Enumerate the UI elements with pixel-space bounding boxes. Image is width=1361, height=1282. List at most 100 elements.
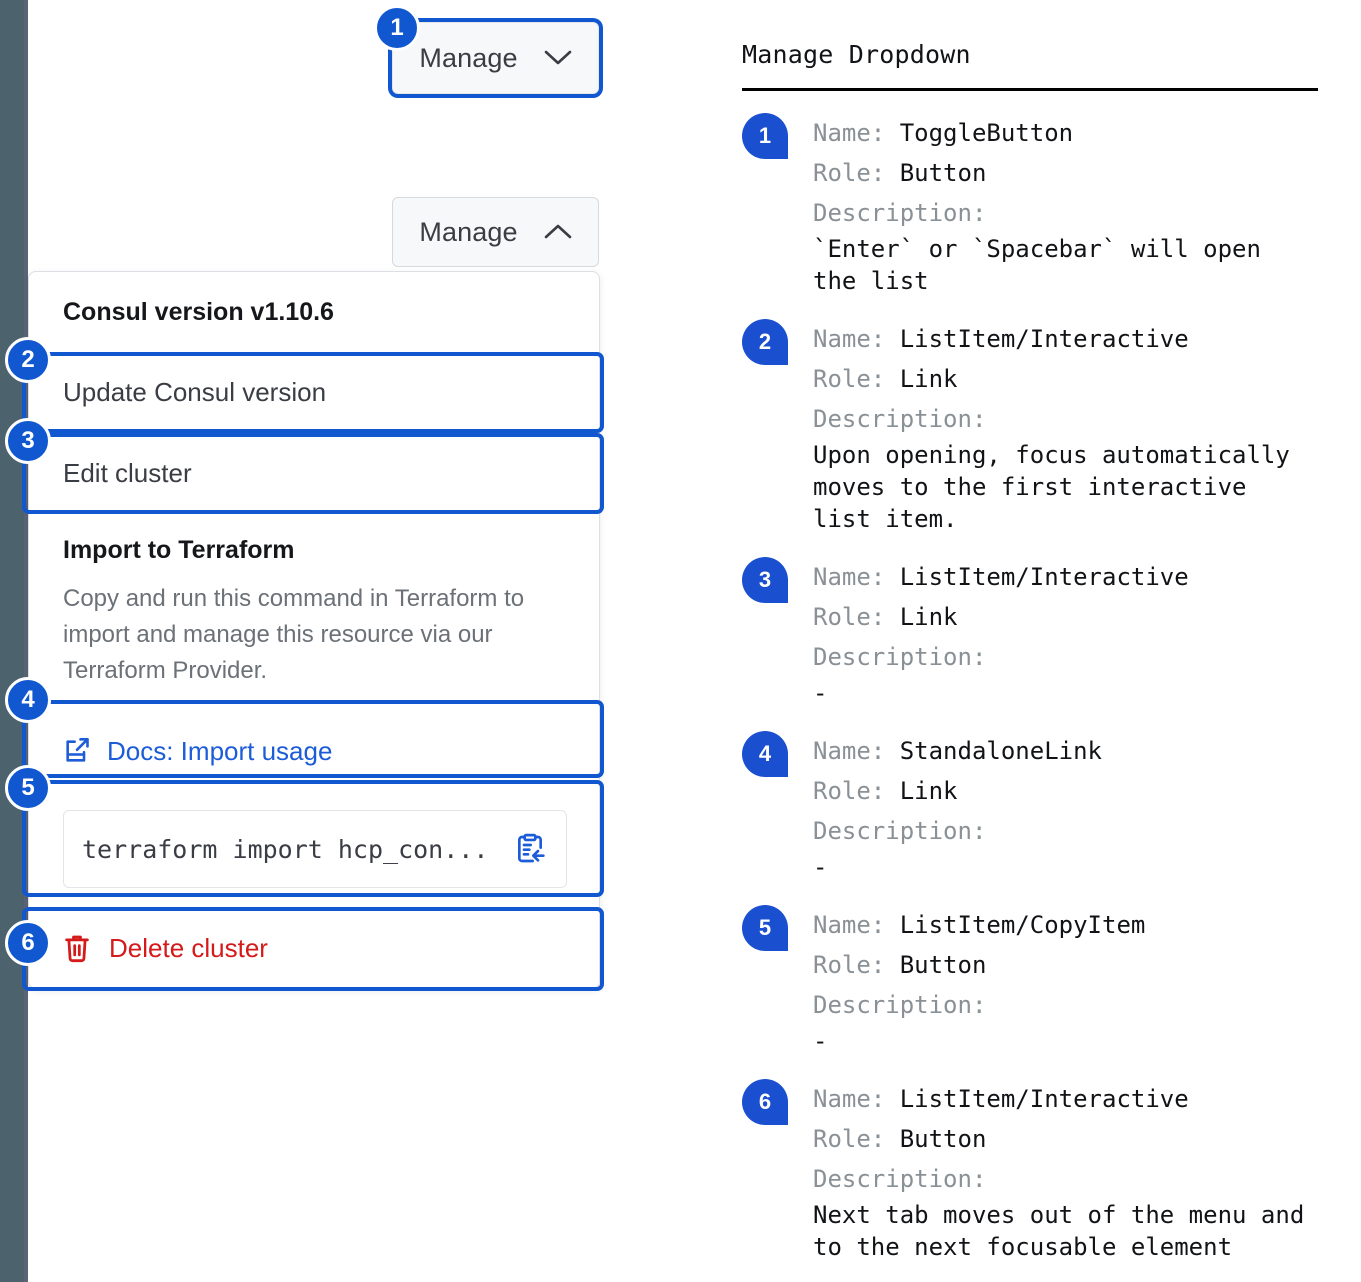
legend-description-label: Description:	[813, 637, 1332, 677]
legend-field-label: Role:	[813, 777, 900, 805]
legend-field-value: ToggleButton	[899, 119, 1074, 147]
legend-description-label: Description:	[813, 985, 1332, 1025]
legend-field-value: Button	[899, 159, 987, 187]
legend-field-label: Description:	[813, 643, 987, 671]
menu-item-delete-cluster[interactable]: Delete cluster	[29, 907, 601, 989]
legend-pin-slot: 1	[742, 113, 813, 297]
manage-toggle-button-open[interactable]: Manage	[392, 197, 599, 267]
manage-toggle-button-closed[interactable]: Manage	[392, 22, 599, 94]
legend-description-text: -	[813, 853, 828, 881]
legend-field-label: Name:	[813, 737, 900, 765]
legend-name-row: Name: ListItem/Interactive	[813, 319, 1332, 359]
legend-field-label: Role:	[813, 603, 900, 631]
legend-field-label: Name:	[813, 1085, 900, 1113]
legend-pin-marker: 2	[742, 319, 788, 365]
legend-title: Manage Dropdown	[742, 40, 971, 69]
legend-field-label: Description:	[813, 1165, 987, 1193]
legend-name-row: Name: ListItem/Interactive	[813, 557, 1332, 597]
legend-role-row: Role: Link	[813, 771, 1332, 811]
legend-field-value: ListItem/CopyItem	[899, 911, 1146, 939]
legend-pin-slot: 4	[742, 731, 813, 883]
import-to-terraform-section: Import to Terraform Copy and run this co…	[29, 514, 601, 714]
legend-description-label: Description:	[813, 811, 1332, 851]
legend-description-text: Next tab moves out of the menu and to th…	[813, 1201, 1305, 1261]
legend-field-label: Role:	[813, 159, 900, 187]
legend-pin-slot: 2	[742, 319, 813, 535]
copy-to-clipboard-icon[interactable]	[514, 833, 546, 865]
legend-role-row: Role: Link	[813, 359, 1332, 399]
legend-name-row: Name: ListItem/Interactive	[813, 1079, 1332, 1119]
legend-pin-slot: 3	[742, 557, 813, 709]
legend-field-label: Role:	[813, 365, 900, 393]
legend-pin-slot: 6	[742, 1079, 813, 1263]
callout-marker-4: 4	[5, 677, 51, 723]
legend-field-value: Link	[899, 365, 958, 393]
legend-pin-marker: 3	[742, 557, 788, 603]
manage-toggle-label-open: Manage	[419, 216, 518, 247]
callout-marker-5: 5	[5, 765, 51, 811]
legend-field-label: Name:	[813, 563, 900, 591]
app-sidebar-rail	[0, 0, 24, 1282]
legend-field-value: Button	[899, 951, 987, 979]
legend-field-value: Link	[899, 777, 958, 805]
legend-description-text: -	[813, 679, 828, 707]
terraform-command-text: terraform import hcp_con...	[82, 834, 489, 864]
legend-role-row: Role: Button	[813, 153, 1332, 193]
menu-item-docs-import-usage[interactable]: Docs: Import usage	[29, 712, 601, 790]
import-to-terraform-description: Copy and run this command in Terraform t…	[63, 585, 525, 684]
trash-icon	[63, 933, 91, 963]
legend-field-label: Name:	[813, 325, 900, 353]
legend-field-label: Description:	[813, 405, 987, 433]
terraform-command-row: terraform import hcp_con...	[29, 790, 601, 907]
legend-name-row: Name: ListItem/CopyItem	[813, 905, 1332, 945]
callout-marker-3: 3	[5, 418, 51, 464]
legend-field-value: Link	[899, 603, 958, 631]
legend-field-label: Description:	[813, 817, 987, 845]
copy-command-field[interactable]: terraform import hcp_con...	[63, 810, 567, 888]
legend-pin-marker: 6	[742, 1079, 788, 1125]
menu-item-edit-cluster[interactable]: Edit cluster	[29, 433, 601, 514]
menu-item-label: Edit cluster	[63, 458, 192, 488]
legend-description-text: Upon opening, focus automatically moves …	[813, 441, 1290, 533]
legend-field-label: Description:	[813, 199, 987, 227]
menu-item-update-consul-version[interactable]: Update Consul version	[29, 352, 601, 433]
legend-name-row: Name: StandaloneLink	[813, 731, 1332, 771]
callout-marker-6: 6	[5, 920, 51, 966]
callout-marker-2: 2	[5, 337, 51, 383]
legend-pin-marker: 4	[742, 731, 788, 777]
annotated-dropdown-screenshot: Manage Manage Consul version v1.10.6 Upd…	[5, 5, 604, 991]
docs-link-label: Docs: Import usage	[107, 735, 333, 766]
legend-pin-marker: 1	[742, 113, 788, 159]
legend-field-label: Name:	[813, 911, 900, 939]
legend-description-label: Description:	[813, 399, 1332, 439]
legend-field-value: ListItem/Interactive	[899, 1085, 1189, 1113]
consul-version-header: Consul version v1.10.6	[63, 297, 334, 326]
menu-item-label: Update Consul version	[63, 377, 327, 407]
callout-marker-1: 1	[374, 5, 420, 51]
legend-pin-marker: 5	[742, 905, 788, 951]
legend-field-label: Role:	[813, 951, 900, 979]
legend-role-row: Role: Button	[813, 1119, 1332, 1159]
sidebar-edge-divider	[24, 0, 28, 1282]
import-to-terraform-title: Import to Terraform	[63, 536, 295, 564]
legend-field-value: ListItem/Interactive	[899, 563, 1189, 591]
legend-description-label: Description:	[813, 1159, 1332, 1199]
legend-field-value: Button	[899, 1125, 987, 1153]
chevron-down-icon	[544, 43, 572, 74]
legend-description-text: -	[813, 1027, 828, 1055]
manage-toggle-label: Manage	[419, 42, 518, 73]
delete-cluster-label: Delete cluster	[109, 932, 268, 963]
manage-dropdown-panel: Consul version v1.10.6 Update Consul ver…	[28, 271, 600, 989]
